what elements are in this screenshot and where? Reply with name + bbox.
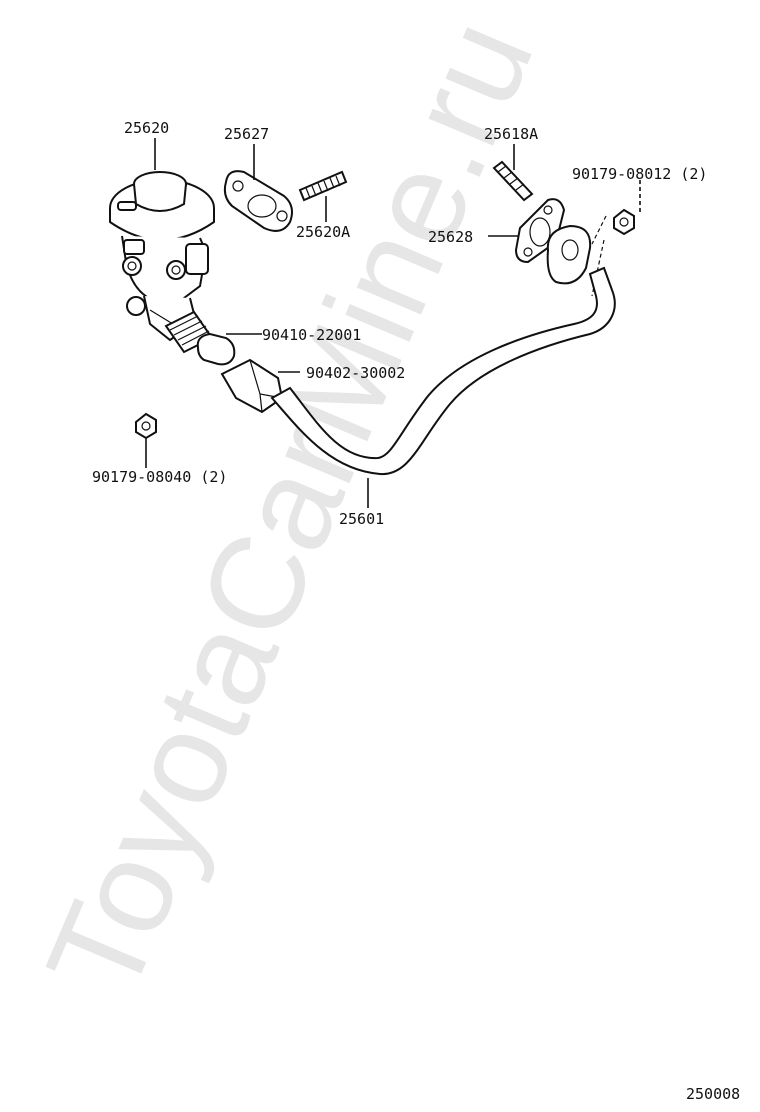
label-25620a: 25620A (296, 223, 350, 241)
label-25618a: 25618A (484, 125, 538, 143)
label-25620: 25620 (124, 119, 169, 137)
egr-pipe-drawing (270, 224, 616, 476)
egr-valve-drawing (109, 171, 215, 342)
diagram-reference-number: 250008 (686, 1085, 740, 1103)
ring-90410-22001-drawing (196, 332, 236, 366)
nut-90179-08040-drawing (135, 412, 157, 440)
label-90179-08012: 90179-08012 (2) (572, 165, 707, 183)
label-90179-08040: 90179-08040 (2) (92, 468, 227, 486)
label-25601: 25601 (339, 510, 384, 528)
label-90410-22001: 90410-22001 (262, 326, 361, 344)
leader-lines (145, 138, 641, 508)
label-90402-30002: 90402-30002 (306, 364, 405, 382)
nut-90179-08012-drawing (591, 208, 635, 297)
label-25628: 25628 (428, 228, 473, 246)
stud-25620a-drawing (298, 170, 348, 202)
gasket-25627-drawing (223, 170, 293, 232)
stud-25618a-drawing (492, 160, 534, 202)
watermark-text: ToyotaCarMine.ru (18, 0, 560, 1016)
label-25627: 25627 (224, 125, 269, 143)
